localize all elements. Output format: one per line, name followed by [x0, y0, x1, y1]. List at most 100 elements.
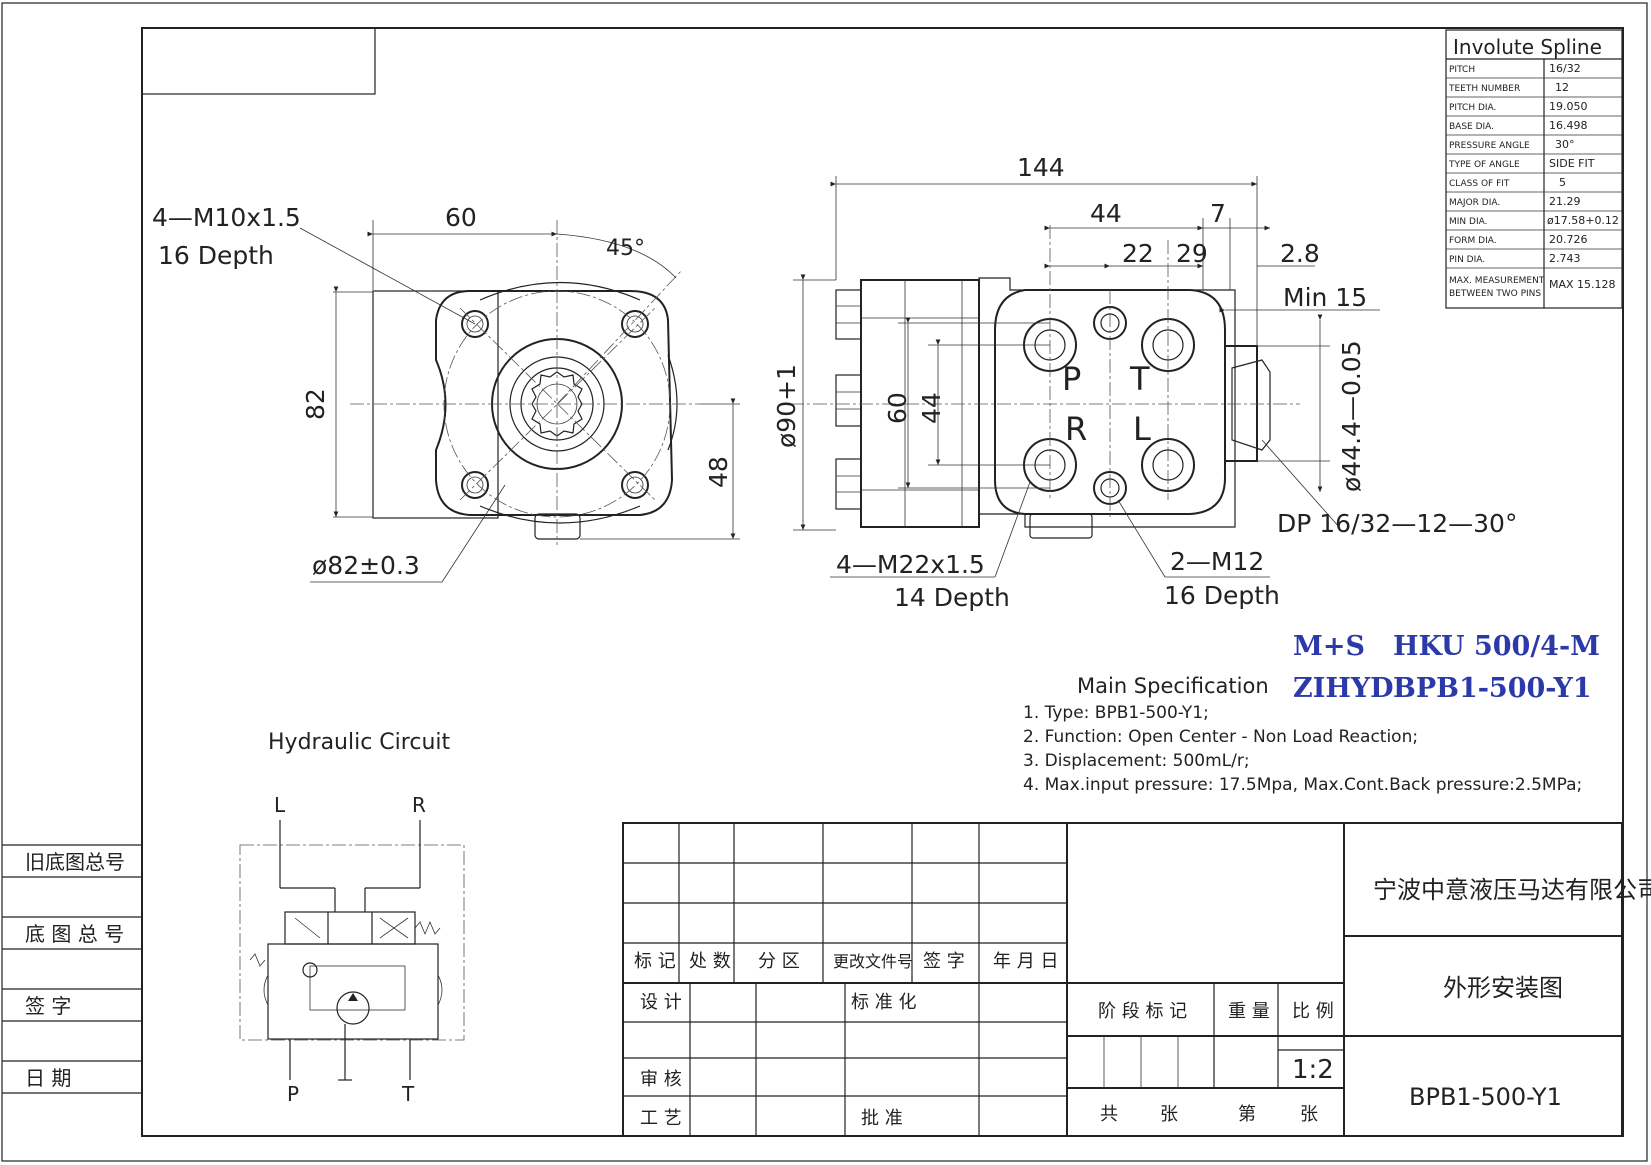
drawing-title: 外形安装图 [1443, 974, 1563, 1002]
front-view: 60 45° 82 48 4—M10x1.5 16 Depth ø82±0.3 [152, 203, 740, 583]
spec-item: 4. Max.input pressure: 17.5Mpa, Max.Cont… [1023, 775, 1582, 795]
spline-value: SIDE FIT [1549, 157, 1595, 170]
port-label-l: L [1133, 410, 1151, 448]
port-label-r: R [1065, 410, 1087, 448]
process-label: 工 艺 [640, 1108, 682, 1129]
spec-item: 3. Displacement: 500mL/r; [1023, 751, 1250, 771]
strip-signature: 签 字 [25, 994, 71, 1018]
strip-old-number: 旧底图总号 [25, 850, 125, 874]
port-label-p: P [1062, 360, 1081, 398]
front-bolt-callout: 4—M10x1.5 [152, 203, 301, 232]
side-view: P T R L 144 44 7 22 29 2.8 Min 15 [772, 153, 1517, 612]
spline-label: CLASS OF FIT [1449, 179, 1510, 189]
front-dim-48: 48 [704, 456, 733, 488]
model-names: M+S HKU 500/4-M ZIHYD BPB1-500-Y1 [1293, 631, 1600, 704]
spec-item: 2. Function: Open Center - Non Load Reac… [1023, 727, 1418, 747]
port-thread-callout: 4—M22x1.5 [836, 550, 985, 579]
strip-base-number: 底 图 总 号 [25, 922, 124, 946]
stage-mark-label: 阶 段 标 记 [1098, 1001, 1187, 1022]
spline-value: 19.050 [1549, 100, 1588, 113]
rev-header: 处 数 [689, 951, 731, 972]
spline-label: PIN DIA. [1449, 255, 1485, 265]
scale-value: 1:2 [1292, 1055, 1334, 1085]
review-label: 审 核 [640, 1069, 682, 1090]
side-dim-22: 22 [1122, 239, 1154, 268]
spline-value: 21.29 [1549, 195, 1581, 208]
side-dim-60: 60 [883, 392, 912, 424]
rev-header: 分 区 [758, 951, 800, 972]
side-dim-29: 29 [1176, 239, 1208, 268]
circuit-port-l: L [274, 793, 286, 817]
mount-thread-depth: 16 Depth [1164, 581, 1280, 610]
circuit-title: Hydraulic Circuit [268, 730, 450, 755]
side-dim-phi90: ø90+1 [772, 364, 801, 448]
corner-box [141, 27, 376, 95]
spline-value: MAX 15.128 [1549, 278, 1616, 291]
spline-value: 2.743 [1549, 252, 1581, 265]
front-bolt-depth: 16 Depth [158, 241, 274, 270]
approve-label: 批 准 [861, 1108, 903, 1129]
sheet-total-label: 共 [1100, 1104, 1118, 1125]
spline-label: MAJOR DIA. [1449, 198, 1500, 208]
rev-header: 签 字 [923, 951, 965, 972]
port-label-t: T [1129, 360, 1150, 398]
drawing-number: BPB1-500-Y1 [1409, 1083, 1562, 1111]
spline-label: TEETH NUMBER [1448, 84, 1520, 94]
rev-header: 年 月 日 [993, 951, 1058, 972]
model-brand-zihyd: ZIHYD [1293, 673, 1394, 704]
scale-label: 比 例 [1292, 1001, 1334, 1022]
standard-label: 标 准 化 [851, 992, 916, 1013]
sheet-no-label: 第 [1238, 1104, 1256, 1125]
weight-label: 重 量 [1228, 1001, 1270, 1022]
left-strip: 旧底图总号 底 图 总 号 签 字 日 期 [2, 844, 142, 1094]
sheet-unit-label: 张 [1160, 1104, 1178, 1125]
strip-date: 日 期 [25, 1066, 71, 1090]
side-dim-7: 7 [1210, 199, 1226, 228]
model-brand-ms: M+S [1293, 631, 1365, 662]
front-dim-60: 60 [445, 203, 477, 232]
spline-label: BETWEEN TWO PINS [1449, 289, 1541, 299]
mount-thread-callout: 2—M12 [1170, 547, 1264, 576]
spline-value: 12 [1555, 81, 1569, 94]
spline-label: PITCH DIA. [1449, 103, 1496, 113]
spline-callout: DP 16/32—12—30° [1277, 509, 1517, 538]
front-dim-phi82: ø82±0.3 [312, 551, 420, 580]
model-bpb1: BPB1-500-Y1 [1393, 673, 1592, 704]
spec-item: 1. Type: BPB1-500-Y1; [1023, 703, 1209, 723]
circuit-port-r: R [412, 793, 426, 817]
design-label: 设 计 [640, 992, 682, 1013]
spline-table: Involute Spline PITCH 16/32 TEETH NUMBER… [1445, 29, 1623, 309]
circuit-port-t: T [401, 1082, 415, 1106]
side-dim-2p8: 2.8 [1280, 239, 1320, 268]
spline-label: PITCH [1449, 65, 1475, 75]
spec-title: Main Specification [1077, 674, 1269, 698]
spline-value: 16/32 [1549, 62, 1581, 75]
title-block: 标 记 处 数 分 区 更改文件号 签 字 年 月 日 设 计 标 准 化 审 … [622, 822, 1651, 1137]
spline-label: MIN DIA. [1449, 217, 1487, 227]
hydraulic-circuit: Hydraulic Circuit L R P T [239, 730, 465, 1106]
sheet-unit-label: 张 [1300, 1104, 1318, 1125]
spline-label: FORM DIA. [1449, 236, 1497, 246]
model-hku: HKU 500/4-M [1393, 631, 1600, 662]
circuit-port-p: P [287, 1082, 299, 1106]
spline-label: MAX. MEASUREMENT [1449, 276, 1545, 286]
front-dim-45deg: 45° [606, 236, 645, 261]
spline-title: Involute Spline [1453, 35, 1602, 59]
spline-value: 16.498 [1549, 119, 1588, 132]
side-dim-144: 144 [1017, 153, 1065, 182]
rev-header: 更改文件号 [833, 952, 913, 971]
side-dim-phi44: ø44.4—0.05 [1337, 340, 1366, 492]
spline-value: 30° [1555, 138, 1575, 151]
side-dim-44: 44 [1090, 199, 1122, 228]
spline-label: TYPE OF ANGLE [1448, 160, 1520, 170]
side-dim-min15: Min 15 [1283, 283, 1367, 312]
spline-label: BASE DIA. [1449, 122, 1494, 132]
port-thread-depth: 14 Depth [894, 583, 1010, 612]
spline-value: 5 [1559, 176, 1566, 189]
spline-label: PRESSURE ANGLE [1449, 141, 1530, 151]
company-name: 宁波中意液压马达有限公司 [1373, 876, 1651, 904]
side-dim-44v: 44 [917, 392, 946, 424]
rev-header: 标 记 [634, 951, 676, 972]
